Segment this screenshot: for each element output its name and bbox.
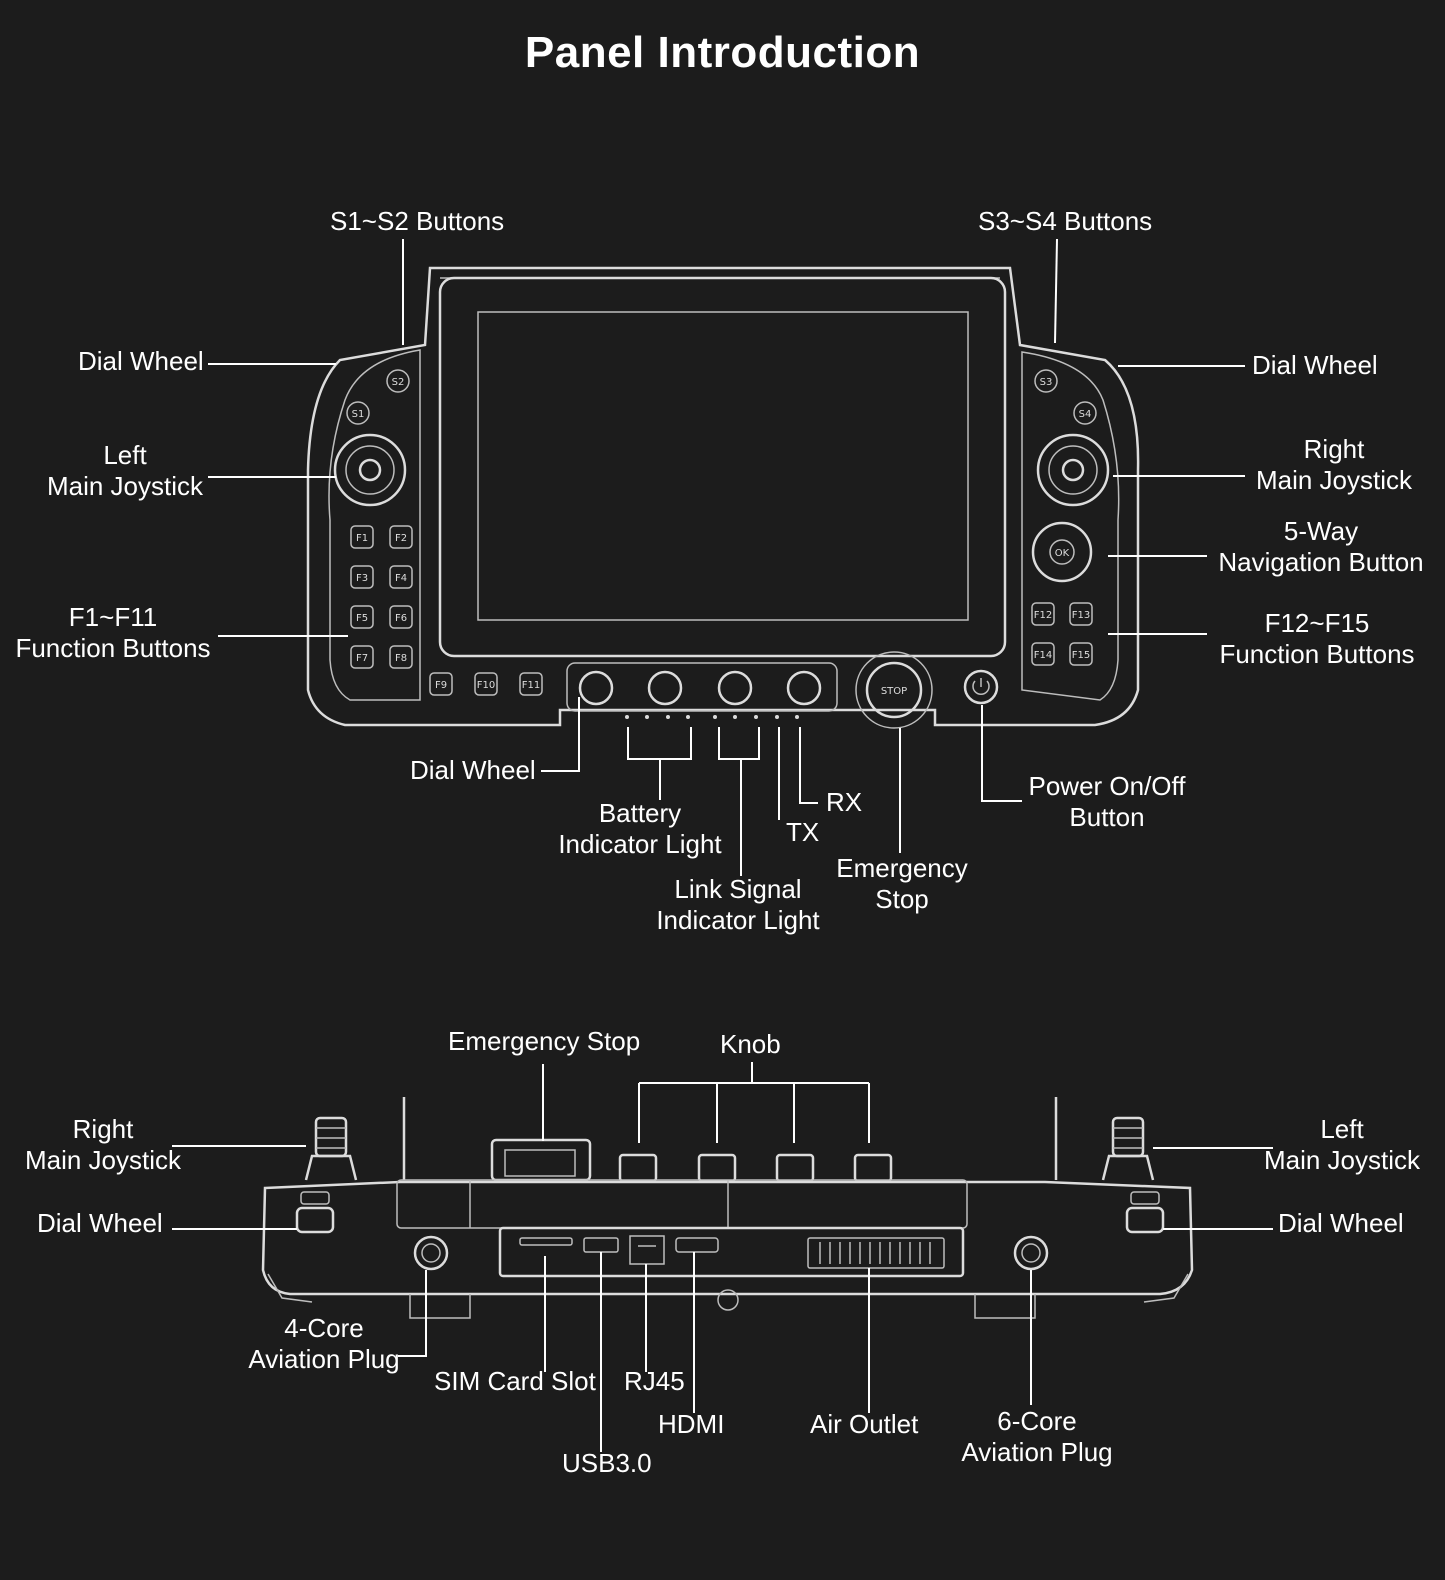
f15-label: F15 bbox=[1072, 650, 1090, 661]
rx-label: RX bbox=[826, 787, 863, 817]
s3-s4-buttons-label: S3~S4 Buttons bbox=[978, 206, 1153, 236]
f5-label: F5 bbox=[356, 613, 368, 624]
f4-label: F4 bbox=[395, 573, 407, 584]
f14-label: F14 bbox=[1034, 650, 1052, 661]
usb3-label: USB3.0 bbox=[562, 1448, 652, 1478]
top-emergency-stop-label: Emergency Stop bbox=[448, 1026, 641, 1056]
top-leader-lines bbox=[172, 1062, 1273, 1452]
page-title: Panel Introduction bbox=[524, 28, 921, 77]
sim-card-slot-label: SIM Card Slot bbox=[434, 1366, 596, 1396]
front-dial-wheels bbox=[578, 670, 822, 706]
indicator-lights bbox=[625, 715, 799, 719]
power-button-icon bbox=[963, 669, 999, 705]
f11-label: F11 bbox=[522, 680, 540, 691]
dial-wheel-right-label: Dial Wheel bbox=[1252, 350, 1378, 380]
s4-label: S4 bbox=[1079, 409, 1092, 420]
right-joystick-icon bbox=[1036, 433, 1110, 507]
front-leader-lines bbox=[208, 238, 1245, 876]
air-outlet-vents bbox=[807, 1237, 945, 1269]
f6-label: F6 bbox=[395, 613, 407, 624]
top-knobs bbox=[618, 1153, 893, 1183]
dial-wheel-bottom-label: Dial Wheel bbox=[410, 755, 536, 785]
f3-label: F3 bbox=[356, 573, 368, 584]
f10-label: F10 bbox=[477, 680, 495, 691]
rj45-label: RJ45 bbox=[624, 1366, 685, 1396]
top-dial-wheel-right-label: Dial Wheel bbox=[1278, 1208, 1404, 1238]
top-left-joystick-icon bbox=[1101, 1116, 1155, 1181]
f-buttons-bottom: F9 F10 F11 bbox=[429, 672, 543, 696]
s-buttons: S1 S2 S3 S4 bbox=[346, 369, 1097, 425]
front-view-device: OK S1 S2 S3 S4 F1 F2 F3 F4 F5 F6 F7 F8 F… bbox=[306, 266, 1140, 729]
f13-label: F13 bbox=[1072, 610, 1090, 621]
dial-wheel-left-label: Dial Wheel bbox=[78, 346, 204, 376]
s1-s2-buttons-label: S1~S2 Buttons bbox=[330, 206, 505, 236]
s3-label: S3 bbox=[1040, 377, 1053, 388]
knob-label: Knob bbox=[720, 1029, 781, 1059]
f8-label: F8 bbox=[395, 653, 407, 664]
s1-label: S1 bbox=[352, 409, 365, 420]
tx-label: TX bbox=[786, 817, 820, 847]
f1-label: F1 bbox=[356, 533, 368, 544]
f-buttons-left: F1 F2 F3 F4 F5 F6 F7 F8 bbox=[350, 525, 413, 669]
emergency-stop-icon: STOP bbox=[855, 651, 933, 729]
hdmi-label: HDMI bbox=[658, 1409, 725, 1439]
f2-label: F2 bbox=[395, 533, 407, 544]
f12-label: F12 bbox=[1034, 610, 1052, 621]
five-way-navigation-icon: OK bbox=[1031, 521, 1093, 583]
f-buttons-right: F12 F13 F14 F15 bbox=[1031, 602, 1093, 666]
ok-label: OK bbox=[1055, 548, 1070, 559]
top-view-device bbox=[261, 1097, 1194, 1319]
top-dial-wheel-left-label: Dial Wheel bbox=[37, 1208, 163, 1238]
top-right-joystick-icon bbox=[304, 1116, 358, 1181]
air-outlet-label: Air Outlet bbox=[810, 1409, 919, 1439]
left-joystick-icon bbox=[333, 433, 407, 507]
f7-label: F7 bbox=[356, 653, 368, 664]
f9-label: F9 bbox=[435, 680, 447, 691]
s2-label: S2 bbox=[392, 377, 405, 388]
stop-label: STOP bbox=[881, 686, 907, 697]
